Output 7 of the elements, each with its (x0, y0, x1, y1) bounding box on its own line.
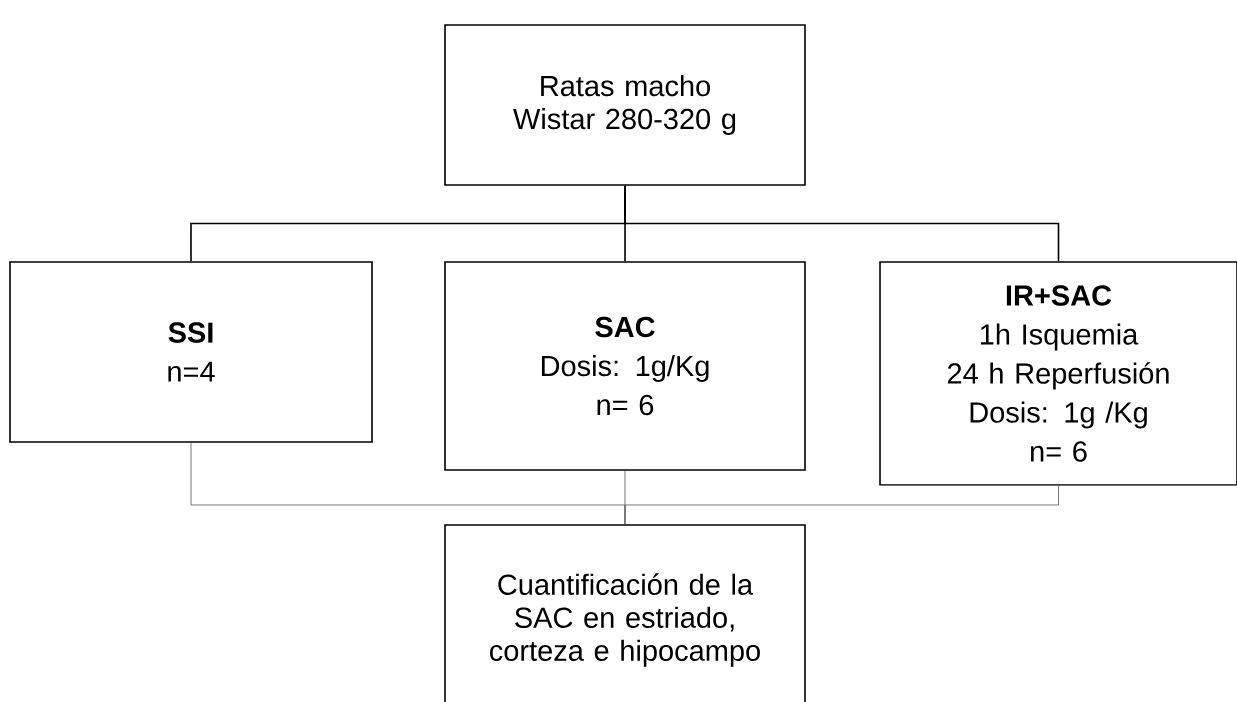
group-box: IR+SAC 1h Isquemia 24 h Reperfusión Dosis: 1g /Kg n= 6 (879, 261, 1237, 486)
connector-line (624, 185, 1060, 262)
group-box: SSI n=4 (9, 261, 373, 443)
group-box: SAC Dosis: 1g/Kg n= 6 (444, 261, 806, 471)
process-box: Ratas macho Wistar 280-320 g (444, 24, 806, 186)
result-box: Cuantificación de la SAC en estriado, corteza e hipocampo (444, 524, 806, 702)
connector-line (624, 485, 1059, 525)
